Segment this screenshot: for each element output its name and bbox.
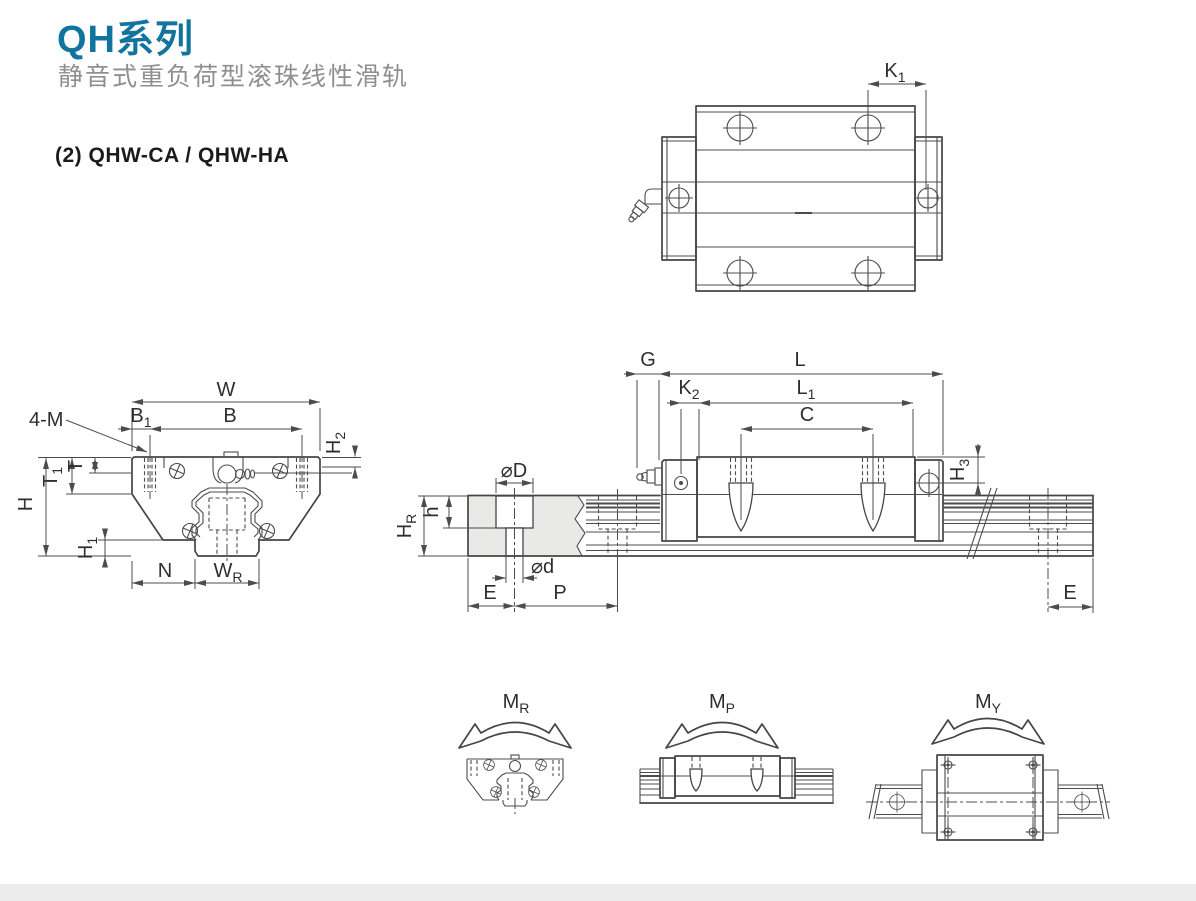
- mounting-hole-icon: [939, 756, 957, 774]
- dim-label-H3: H3: [947, 459, 972, 481]
- mounting-hole-icon: [1024, 756, 1042, 774]
- dim-label-N: N: [158, 560, 172, 582]
- mounting-hole-icon: [850, 110, 886, 146]
- moment-yaw-figure: MY: [866, 691, 1110, 841]
- moment-roll-figure: MR: [458, 691, 572, 814]
- dim-label-h: h: [421, 506, 443, 517]
- dim-label-C: C: [800, 404, 814, 426]
- mounting-hole-icon: [1024, 823, 1042, 841]
- yaw-arrow-icon: [931, 717, 1045, 745]
- section-heading: (2) QHW-CA / QHW-HA: [55, 144, 290, 167]
- dim-label-G: G: [640, 349, 656, 371]
- mounting-hole-icon: [939, 823, 957, 841]
- footer-bar: [0, 884, 1196, 901]
- mini-top-view: [866, 754, 1110, 841]
- dim-label-L1: L1: [797, 377, 816, 402]
- dim-label-HR: HR: [394, 514, 419, 539]
- grease-nipple-icon: [212, 451, 352, 484]
- rail-cut-section: [467, 488, 586, 612]
- moment-pitch-figure: MP: [639, 691, 834, 804]
- dim-label-dD: ⌀D: [501, 460, 527, 482]
- moment-label-MP: MP: [709, 691, 735, 716]
- grease-nipple-icon: [636, 467, 663, 486]
- endcap-screw-icon: [269, 460, 291, 482]
- tapped-hole-drop: [728, 434, 754, 533]
- cross-section-diagram: W B1 B H2 4-M T1 T: [15, 379, 361, 589]
- mini-cross-section: [466, 754, 564, 814]
- dim-label-B: B: [223, 405, 236, 427]
- dim-label-L: L: [794, 349, 805, 371]
- rail-left-segment: [661, 136, 697, 261]
- carriage-block-section: [131, 451, 352, 542]
- side-view-dimensions: G L K2 L1 C H3: [394, 349, 1094, 613]
- dim-label-W: W: [217, 379, 236, 401]
- side-view-diagram: G L K2 L1 C H3: [394, 349, 1094, 613]
- dim-label-E2: E: [1063, 582, 1076, 604]
- endcap-port-icon: [673, 475, 689, 491]
- dim-label-H: H: [15, 497, 37, 511]
- dim-label-P: P: [553, 582, 566, 604]
- rail-side: [467, 487, 1094, 612]
- carriage-block-side: [661, 434, 944, 542]
- rail-bolt-hole-icon: [664, 183, 694, 213]
- break-mark: [966, 487, 992, 560]
- dim-label-H2: H2: [323, 432, 348, 454]
- mounting-hole-icon: [722, 110, 758, 146]
- rail-right-segment: [913, 136, 943, 261]
- moment-label-MY: MY: [975, 691, 1002, 716]
- dim-label-B1: B1: [130, 405, 151, 430]
- dim-label-H1: H1: [75, 537, 100, 559]
- dim-label-T1: T1: [40, 467, 65, 487]
- dim-label-dd: ⌀d: [531, 556, 554, 578]
- pitch-arrow-icon: [665, 721, 779, 749]
- carriage-block-top: [695, 105, 916, 292]
- top-view-diagram: K1: [628, 60, 943, 292]
- page-title: QH系列: [57, 19, 195, 61]
- mini-side-view: [639, 755, 834, 804]
- flange-tapped-hole: [143, 451, 157, 499]
- page-subtitle: 静音式重负荷型滚珠线性滑轨: [58, 63, 410, 91]
- dim-label-K1: K1: [884, 60, 905, 85]
- break-mark: [972, 487, 998, 560]
- cross-section-dimensions: W B1 B H2 4-M T1 T: [15, 379, 361, 589]
- rail-section: [194, 484, 260, 564]
- flange-tapped-hole: [295, 451, 309, 499]
- dim-label-E: E: [483, 582, 496, 604]
- rail-bolt-hole-icon: [913, 183, 943, 213]
- moment-label-MR: MR: [503, 691, 530, 716]
- rail-bolt-hole-icon: [886, 791, 908, 813]
- dim-label-WR: WR: [213, 560, 242, 585]
- dimension-K1: K1: [867, 60, 927, 190]
- dim-label-T: T: [65, 460, 87, 472]
- endcap-screw-icon: [166, 460, 188, 482]
- dim-label-K2: K2: [678, 377, 699, 402]
- grease-nipple-icon: [628, 188, 662, 223]
- roll-arrow-icon: [458, 721, 572, 749]
- dim-label-4M: 4-M: [29, 409, 63, 431]
- rail-bolt-hole-icon: [1071, 791, 1093, 813]
- tapped-hole-drop: [860, 434, 886, 533]
